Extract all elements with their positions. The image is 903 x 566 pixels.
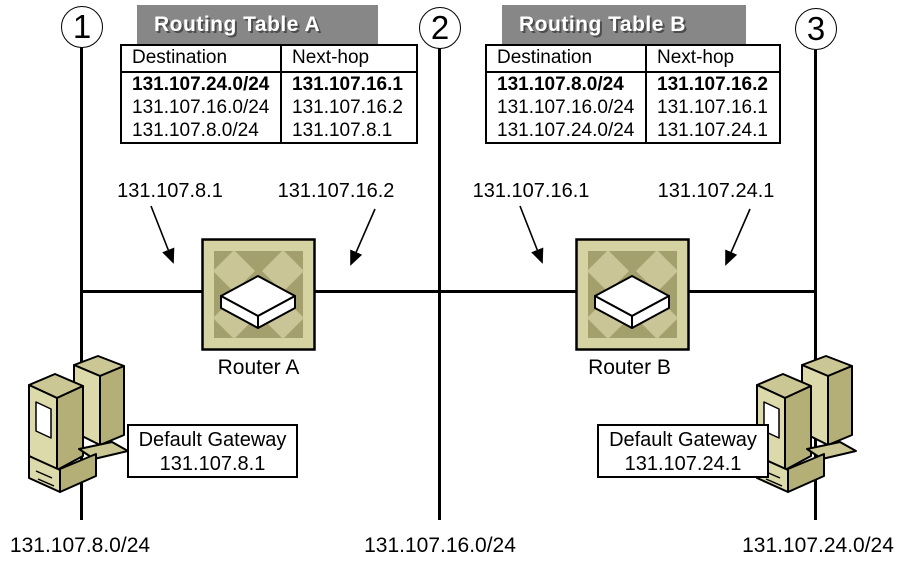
routing-table-a-col-next-hop: Next-hop: [282, 46, 416, 73]
segment-1-number: 1: [72, 8, 92, 45]
table-row: 131.107.16.0/24: [122, 96, 282, 119]
segment-2-line: [438, 48, 441, 520]
segment-1-marker: 1: [61, 6, 103, 48]
workstation-icon-segment-1: [24, 352, 149, 500]
router-backbone-line: [82, 290, 816, 293]
table-row: 131.107.16.1: [657, 97, 768, 118]
default-gateway-callout-b: Default Gateway 131.107.24.1: [597, 424, 769, 478]
segment-2-number: 2: [430, 9, 450, 46]
segment-3-network-label: 131.107.24.0/24: [742, 534, 894, 557]
default-gateway-b-title: Default Gateway: [609, 429, 757, 451]
segment-2-network-label: 131.107.16.0/24: [364, 534, 516, 557]
router-a-label: Router A: [217, 356, 300, 379]
router-a-right-interface-ip: 131.107.16.2: [277, 180, 395, 202]
segment-3-marker: 3: [795, 8, 837, 50]
segment-3-line: [814, 50, 817, 520]
default-gateway-a-ip: 131.107.8.1: [159, 453, 266, 475]
workstation-icon-segment-3: [752, 352, 877, 500]
arrow-to-router-b-left-if: [519, 205, 544, 264]
table-row: 131.107.24.0/24: [487, 119, 647, 142]
segment-3-number: 3: [806, 10, 826, 47]
table-row: 131.107.16.2: [292, 97, 403, 118]
arrow-to-router-b-right-if: [725, 208, 751, 266]
segment-1-network-label: 131.107.8.0/24: [9, 534, 151, 557]
router-b-left-interface-ip: 131.107.16.1: [472, 180, 590, 202]
routing-table-b: Destination Next-hop 131.107.8.0/24 131.…: [485, 44, 781, 144]
default-gateway-a-title: Default Gateway: [138, 429, 287, 451]
segment-1-line: [80, 47, 83, 520]
table-row: 131.107.16.0/24: [487, 96, 647, 119]
segment-2-marker: 2: [419, 7, 461, 49]
router-b-label: Router B: [588, 356, 671, 379]
table-row: 131.107.16.2: [657, 74, 768, 95]
router-b-icon: [575, 238, 690, 351]
routing-table-b-title: Routing Table B: [502, 5, 746, 44]
table-row: 131.107.8.0/24: [122, 119, 282, 142]
routing-table-b-col-destination: Destination: [487, 46, 647, 73]
routing-table-a-col-destination: Destination: [122, 46, 282, 73]
default-gateway-b-ip: 131.107.24.1: [624, 453, 742, 475]
default-gateway-callout-a: Default Gateway 131.107.8.1: [127, 424, 298, 478]
router-a-icon: [201, 238, 316, 351]
routing-table-a: Destination Next-hop 131.107.24.0/24 131…: [120, 44, 418, 144]
table-row: 131.107.8.0/24: [487, 73, 647, 96]
table-row: 131.107.24.0/24: [122, 73, 282, 96]
router-a-left-interface-ip: 131.107.8.1: [117, 180, 223, 202]
table-row: 131.107.8.1: [292, 120, 393, 141]
routing-table-a-title: Routing Table A: [137, 5, 378, 44]
arrow-to-router-a-left-if: [150, 205, 175, 264]
router-b-right-interface-ip: 131.107.24.1: [657, 180, 775, 202]
arrow-to-router-a-right-if: [350, 208, 376, 266]
table-row: 131.107.24.1: [657, 120, 768, 141]
routing-table-b-col-next-hop: Next-hop: [647, 46, 779, 73]
table-row: 131.107.16.1: [292, 74, 403, 95]
